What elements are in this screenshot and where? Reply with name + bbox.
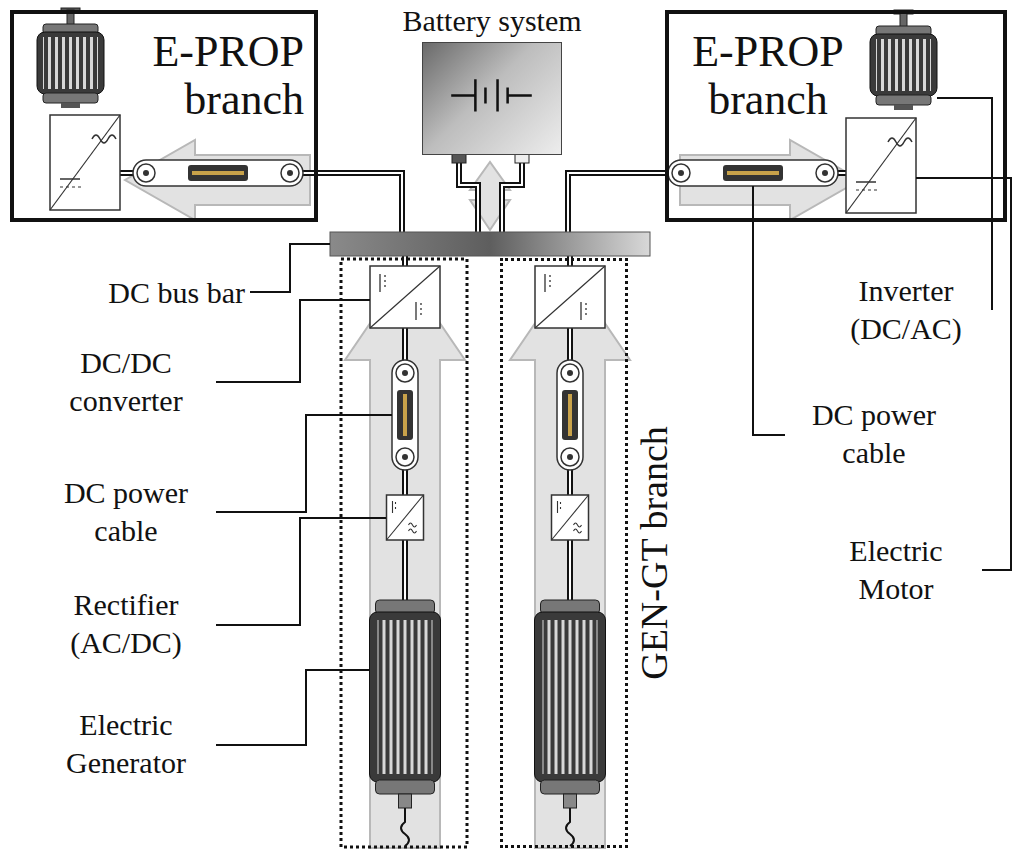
flow-arrow bbox=[125, 140, 310, 220]
battery-box: Battery system bbox=[422, 42, 562, 155]
rectifier-icon bbox=[552, 495, 589, 540]
converter-icon bbox=[370, 266, 440, 328]
part-label: Electric Generator bbox=[40, 706, 212, 781]
part-label: Inverter (DC/AC) bbox=[826, 272, 986, 347]
inverter-icon bbox=[846, 118, 916, 213]
cable-icon bbox=[557, 360, 583, 470]
battery-symbol bbox=[423, 43, 561, 154]
part-label: Electric Motor bbox=[812, 532, 980, 607]
cable-icon bbox=[392, 360, 418, 470]
part-label: DC bus bar bbox=[95, 274, 245, 312]
part-label: Rectifier (AC/DC) bbox=[40, 586, 212, 661]
leader-lines bbox=[216, 98, 1011, 745]
cable-icon bbox=[668, 160, 838, 186]
node-title: E-PROP branch bbox=[675, 28, 861, 125]
part-label: DC/DC converter bbox=[40, 344, 212, 419]
motor-icon bbox=[870, 10, 937, 110]
rectifier-icon bbox=[387, 495, 424, 540]
node-title: E-PROP branch bbox=[124, 28, 304, 125]
part-label: DC power cable bbox=[790, 396, 958, 471]
branch-box: E-PROP branch bbox=[665, 10, 1007, 222]
wires bbox=[120, 163, 846, 600]
inverter-icon bbox=[50, 115, 120, 210]
part-label: DC power cable bbox=[40, 474, 212, 549]
motor-icon bbox=[37, 8, 104, 108]
node-title: GEN-GT branch bbox=[634, 426, 676, 680]
cable-icon bbox=[133, 160, 303, 186]
bus-bar bbox=[330, 232, 650, 256]
generator-icon bbox=[370, 600, 441, 846]
generator-icon bbox=[535, 600, 606, 846]
branch-outline: GEN-GT branch bbox=[500, 258, 628, 848]
branch-box: E-PROP branch bbox=[10, 10, 318, 222]
converter-icon bbox=[535, 266, 605, 328]
node-title: Battery system bbox=[402, 3, 581, 39]
